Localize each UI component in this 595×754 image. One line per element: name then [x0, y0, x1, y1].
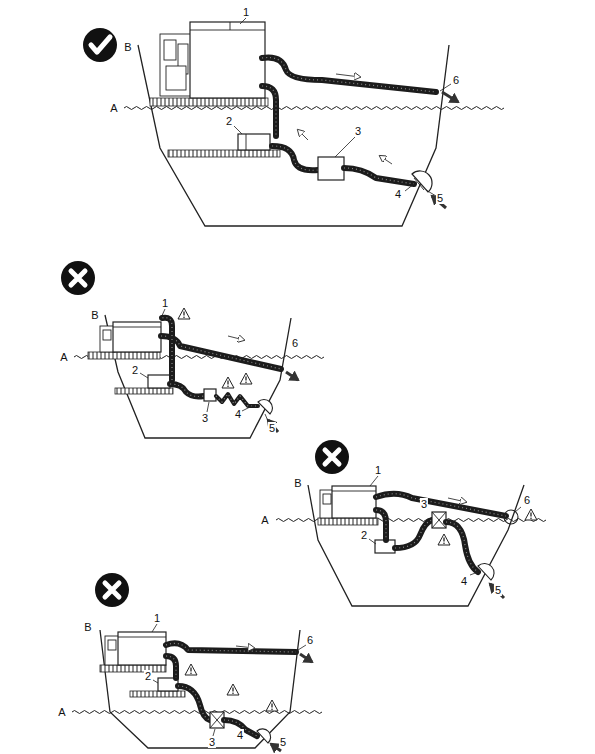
waterline-label: A	[57, 706, 66, 718]
waterline	[72, 711, 322, 714]
hose-rib	[170, 384, 204, 397]
callout-number: 5	[494, 584, 502, 596]
callout-number: 5	[268, 422, 276, 434]
callout-number: 2	[360, 529, 368, 541]
callout-number: 3	[354, 125, 362, 137]
waterline	[124, 107, 504, 110]
callout-number: 1	[161, 297, 169, 309]
waterline-label: A	[260, 514, 269, 526]
hull-label: B	[293, 477, 302, 489]
callout-number: 4	[236, 729, 244, 741]
callout-number: 3	[201, 412, 209, 424]
hose-rib	[162, 318, 172, 380]
callout-number: 6	[452, 74, 460, 86]
hull-label: B	[83, 621, 92, 633]
callout-number: 5	[436, 192, 444, 204]
hose-rib	[178, 686, 210, 720]
callout-number: 6	[306, 634, 314, 646]
callout-number: 1	[374, 464, 382, 476]
callout-number: 4	[394, 188, 402, 200]
callout-number: 2	[131, 364, 139, 376]
hose-rib	[262, 58, 436, 93]
callout-number: 1	[242, 6, 250, 18]
hose-rib	[272, 146, 318, 170]
hull-label: B	[123, 41, 132, 53]
hose-rib	[262, 86, 276, 136]
waterline-label: A	[109, 102, 118, 114]
hose-rib	[166, 643, 296, 652]
callout-number: 4	[234, 408, 242, 420]
callout-number: 2	[225, 115, 233, 127]
hose-rib	[344, 168, 414, 184]
hose-rib	[216, 394, 258, 406]
hose-rib	[446, 522, 478, 572]
callout-number: 4	[460, 575, 468, 587]
callout-number: 3	[208, 736, 216, 748]
hose-rib	[166, 656, 176, 678]
hose-rib	[395, 520, 432, 548]
callout-number: 6	[523, 494, 531, 506]
callout-number: 6	[291, 337, 299, 349]
callout-number: 3	[420, 498, 428, 510]
callout-number: 2	[144, 670, 152, 682]
callout-number: 1	[153, 612, 161, 624]
hose-rib	[376, 510, 386, 540]
callout-number: 5	[279, 736, 287, 748]
hull-label: B	[90, 309, 99, 321]
waterline-label: A	[59, 351, 68, 363]
hose-rib	[161, 336, 281, 369]
